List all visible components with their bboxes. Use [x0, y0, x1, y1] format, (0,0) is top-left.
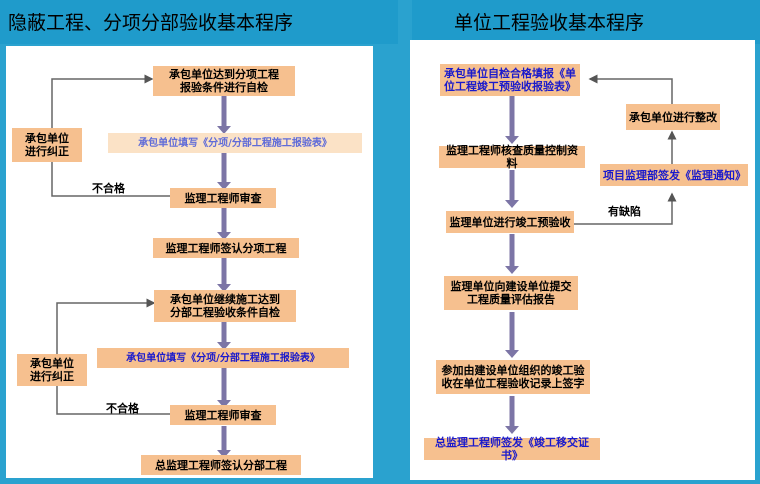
right-step-quality-report: 监理单位向建设单位提交 工程质量评估报告: [444, 276, 578, 310]
right-step-contractor-self-check: 承包单位自检合格填报《单 位工程竣工预验收报验表》: [440, 64, 580, 96]
right-step-pre-acceptance: 监理单位进行竣工预验收: [446, 211, 574, 233]
left-step-engineer-review-2: 监理工程师审查: [170, 405, 276, 425]
left-step-engineer-sign-subitem: 监理工程师签认分项工程: [153, 238, 299, 258]
left-main-flow-arrowheads: [217, 126, 231, 458]
right-step-verify-quality-docs: 监理工程师核查质量控制资料: [439, 144, 585, 170]
right-step-completion-acceptance: 参加由建设单位组织的竣工验 收在单位工程验收记录上签字: [436, 360, 590, 394]
left-label-fail-1: 不合格: [92, 182, 125, 195]
left-step-fill-inspection-form: 承包单位填写《分项/分部工程施工报验表》: [108, 133, 362, 153]
left-label-fail-2: 不合格: [106, 402, 139, 415]
right-feedback-loop: [574, 74, 677, 225]
left-side-contractor-correct-2: 承包单位 进行纠正: [17, 354, 87, 386]
left-feedback-loop-2: [56, 298, 170, 415]
left-diagram-title: 隐蔽工程、分项分部验收基本程序: [8, 12, 294, 34]
left-step-continue-construction: 承包单位继续施工达到 分部工程验收条件自检: [154, 290, 296, 322]
left-feedback-loop-1: [51, 74, 170, 197]
left-step-contractor-self-check: 承包单位达到分项工程 报验条件进行自检: [153, 66, 295, 96]
left-header-bar: 隐蔽工程、分项分部验收基本程序: [0, 0, 398, 44]
left-step-engineer-review: 监理工程师审查: [170, 188, 276, 208]
right-step-issue-supervision-notice: 项目监理部签发《监理通知》: [600, 164, 748, 186]
left-step-chief-sign-division: 总监理工程师签认分部工程: [141, 455, 301, 475]
right-step-issue-handover-cert: 总监理工程师签发《竣工移交证书》: [424, 436, 600, 462]
left-side-contractor-correct-1: 承包单位 进行纠正: [12, 128, 82, 162]
right-label-defect: 有缺陷: [608, 205, 641, 218]
left-step-fill-inspection-form-2: 承包单位填写《分项/分部工程施工报验表》: [97, 348, 349, 368]
right-header-bar: 单位工程验收基本程序: [412, 0, 760, 44]
right-diagram-title: 单位工程验收基本程序: [454, 12, 645, 34]
right-step-contractor-rectify: 承包单位进行整改: [626, 104, 720, 130]
right-main-flow-arrowheads: [505, 136, 519, 434]
